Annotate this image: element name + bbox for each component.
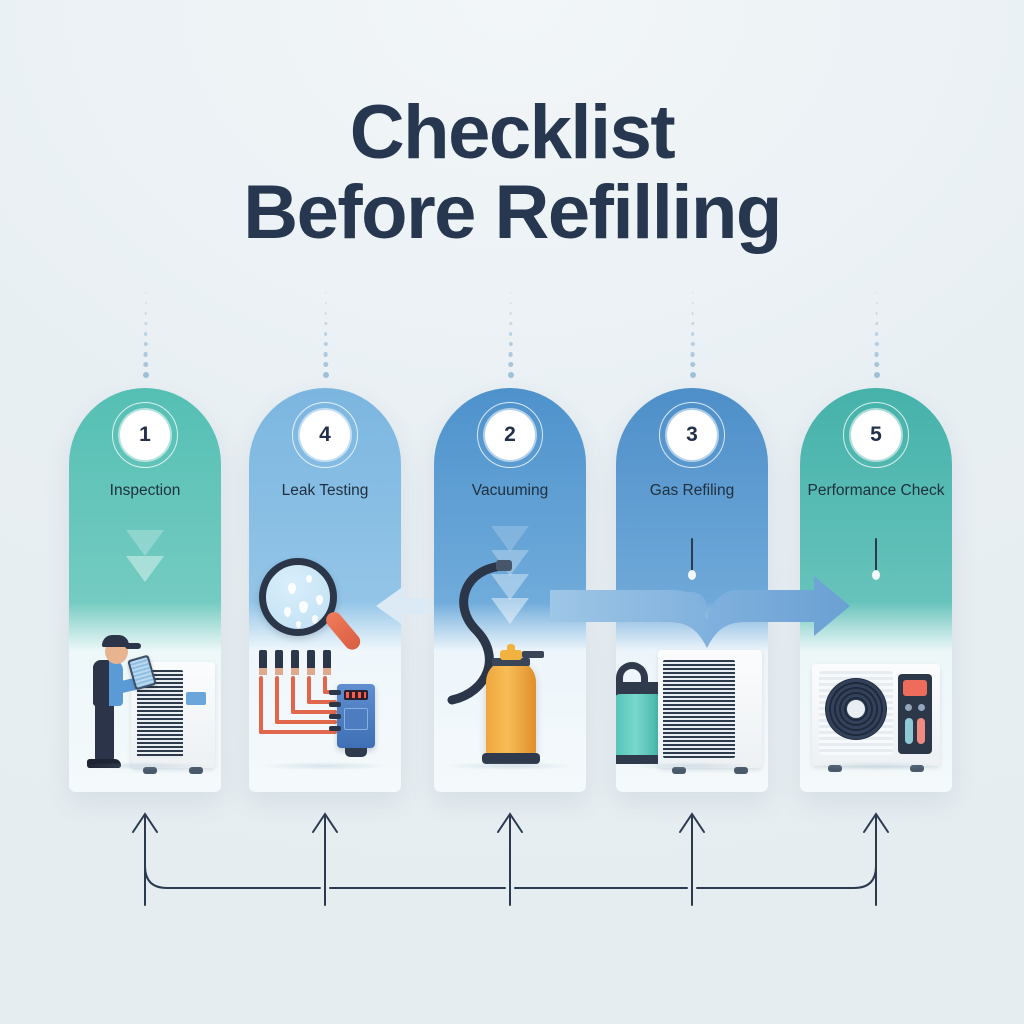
manifold-port-4	[329, 726, 341, 731]
performance-condenser-unit	[812, 664, 940, 772]
technician-shoe	[87, 759, 121, 768]
step-number-badge: 3	[667, 410, 717, 460]
condenser-fins	[663, 660, 735, 758]
floor-shadow	[446, 762, 574, 770]
test-probe-4	[307, 650, 315, 675]
bottom-arrow-1	[132, 812, 158, 906]
vacuum-hose	[447, 560, 512, 705]
bottom-rail-line	[144, 865, 877, 889]
step-label: Gas Refiling	[649, 482, 735, 499]
condenser-unit	[658, 650, 762, 774]
step-badge-ring	[659, 402, 725, 468]
bottom-arrow-3	[497, 812, 523, 906]
test-probe-5	[323, 650, 331, 675]
step-badge-ring	[292, 402, 358, 468]
panel-gauge-heat	[917, 718, 925, 744]
bottom-arrow-5	[863, 812, 889, 906]
hose-1b	[259, 730, 337, 734]
step-label: Inspection	[109, 482, 181, 499]
cylinder-valve	[500, 650, 522, 660]
manifold-port-1	[329, 690, 341, 695]
technician-cap-icon	[102, 635, 141, 649]
panel-indicator-1	[905, 704, 912, 711]
panel-indicator-2	[918, 704, 925, 711]
test-probe-1	[259, 650, 267, 675]
cylinder-valve-stem	[507, 644, 515, 654]
step-illustration	[434, 560, 586, 792]
test-probe-3	[291, 650, 299, 675]
hose-2	[275, 676, 279, 724]
bottom-arrow-2	[312, 812, 338, 906]
step-label: Vacuuming	[471, 482, 549, 499]
step-number-badge: 5	[851, 410, 901, 460]
step-label: Performance Check	[807, 482, 945, 499]
step-number-badge: 2	[485, 410, 535, 460]
condenser-foot-left	[672, 767, 686, 774]
dotted-connector-5	[873, 292, 880, 380]
canister-handle	[616, 662, 648, 684]
panel-gauge-cool	[905, 718, 913, 744]
canister-base	[616, 755, 664, 764]
control-panel	[898, 674, 932, 754]
manifold-port-3	[329, 714, 341, 719]
hose-5	[323, 676, 327, 694]
dotted-connector-4	[689, 292, 696, 380]
step-badge-ring	[477, 402, 543, 468]
hose-2b	[275, 720, 337, 724]
technician-figure	[79, 618, 157, 768]
gas-cylinder	[478, 644, 544, 766]
fan-hub	[847, 700, 865, 718]
unit-foot-left	[828, 765, 842, 772]
dotted-connector-1	[142, 292, 149, 380]
hose-1	[259, 676, 263, 734]
hose-3b	[291, 710, 337, 714]
cylinder-nozzle	[522, 651, 544, 658]
test-probe-2	[275, 650, 283, 675]
dotted-connector-3	[507, 292, 514, 380]
step-illustration	[249, 558, 401, 792]
floor-shadow	[81, 762, 209, 770]
step-illustration	[69, 602, 221, 792]
bottom-arrow-4	[679, 812, 705, 906]
magnifier-icon	[259, 558, 364, 653]
cylinder-body	[486, 660, 536, 756]
technician-leg	[95, 696, 114, 762]
refrigerant-canister	[616, 662, 674, 766]
manifold-gauge	[344, 708, 368, 730]
technician-vest	[93, 660, 109, 706]
floor-shadow	[261, 762, 389, 770]
panel-display	[903, 680, 927, 696]
canister-body	[616, 694, 662, 756]
step-label: Leak Testing	[281, 482, 369, 499]
step-number-badge: 4	[300, 410, 350, 460]
ac-label-badge	[186, 692, 206, 705]
cylinder-base	[482, 753, 540, 764]
hose-4b	[307, 700, 337, 704]
manifold-display	[344, 690, 368, 700]
step-badge-ring	[112, 402, 178, 468]
condenser-foot-right	[734, 767, 748, 774]
manifold-port-2	[329, 702, 341, 707]
hose-3	[291, 676, 295, 714]
ac-foot-right	[189, 767, 203, 774]
floor-shadow	[812, 762, 940, 770]
cylinder-collar	[492, 658, 530, 666]
step-badge-ring	[843, 402, 909, 468]
hose-4	[307, 676, 311, 704]
step-number-badge: 1	[120, 410, 170, 460]
ac-foot-left	[143, 767, 157, 774]
manifold-body	[337, 684, 375, 748]
manifold-gauge-set	[253, 650, 397, 770]
floor-shadow	[628, 762, 756, 770]
manifold-base	[345, 748, 367, 757]
canister-top	[616, 682, 662, 696]
dotted-connector-2	[322, 292, 329, 380]
unit-foot-right	[910, 765, 924, 772]
magnifier-lens	[259, 558, 337, 636]
